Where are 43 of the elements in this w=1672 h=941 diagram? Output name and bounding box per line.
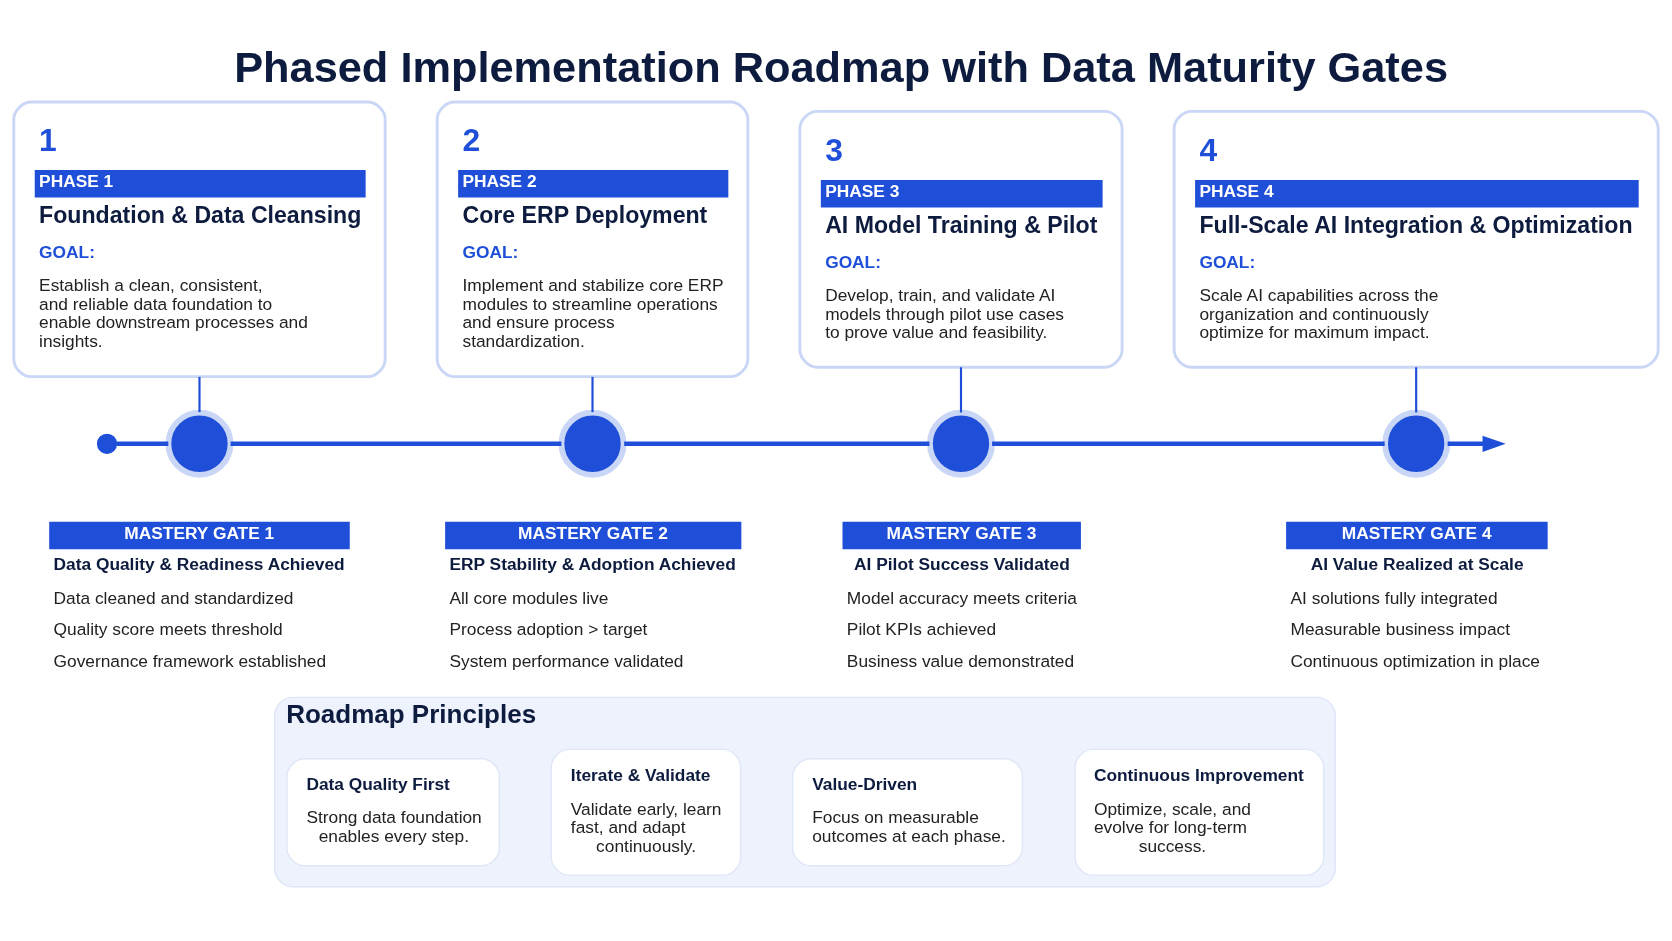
node-box: MASTERY GATE 3 xyxy=(842,521,1081,550)
connector xyxy=(198,376,201,413)
node-box: Iterate & Validate Validate early, learn fast, and adapt continuously. xyxy=(550,748,742,876)
arrow xyxy=(1447,435,1506,452)
node-label: Quality score meets threshold xyxy=(53,619,283,640)
node-box: 3 PHASE 3 AI Model Training & Pilot GOAL: Develop, train, and validate AI models through pilot use cases to prove value and feasibility. xyxy=(798,109,1124,369)
node-box: Data Quality First Strong data foundation enables every step. xyxy=(286,758,501,867)
node-box: 4 PHASE 4 Full-Scale AI Integration & Optimization GOAL: Scale AI capabilities across the organization and continuously optimize for maximum impact. xyxy=(1172,109,1660,369)
node-circle xyxy=(558,409,627,478)
connector xyxy=(959,367,963,413)
node-box: MASTERY GATE 1 xyxy=(49,521,350,550)
node-label: Pilot KPIs achieved xyxy=(846,619,997,640)
node-circle xyxy=(165,409,234,478)
node-label: Governance framework established xyxy=(53,651,327,672)
node-label: ERP Stability & Adoption Achieved xyxy=(449,554,736,575)
node-label: System performance validated xyxy=(449,651,684,672)
connector xyxy=(992,441,1385,446)
node-box: Continuous Improvement Optimize, scale, and evolve for long-term success. xyxy=(1074,748,1325,876)
connector xyxy=(591,376,594,413)
node-label: Process adoption > target xyxy=(449,619,648,640)
node-box: 1 PHASE 1 Foundation & Data Cleansing GOAL: Establish a clean, consistent, and reliable data foundation to enable downstream processes and insights. xyxy=(12,100,387,379)
node-label: Data Quality & Readiness Achieved xyxy=(53,554,345,575)
node-label: Continuous optimization in place xyxy=(1290,651,1540,672)
node-label: AI solutions fully integrated xyxy=(1290,587,1498,608)
node-circle xyxy=(1382,409,1451,478)
node-box: Value-Driven Focus on measurable outcomes at each phase. xyxy=(791,758,1024,867)
node-box: MASTERY GATE 2 xyxy=(445,521,742,550)
connector xyxy=(116,441,169,446)
node-box: MASTERY GATE 4 xyxy=(1286,521,1548,550)
node-label: Business value demonstrated xyxy=(846,651,1075,672)
node-label: Measurable business impact xyxy=(1290,619,1511,640)
connector xyxy=(1415,367,1418,413)
connector xyxy=(624,441,930,446)
node-circle xyxy=(927,409,995,478)
connector xyxy=(230,441,562,446)
node-label: All core modules live xyxy=(449,587,609,608)
node-label: Data cleaned and standardized xyxy=(53,587,294,608)
node-label: Model accuracy meets criteria xyxy=(846,587,1077,608)
node-label: AI Pilot Success Validated xyxy=(854,554,1070,575)
node-box: 2 PHASE 2 Core ERP Deployment GOAL: Implement and stabilize core ERP modules to streamline operations and ensure process standardization. xyxy=(435,100,750,379)
diagram-title: Phased Implementation Roadmap with Data Maturity Gates xyxy=(234,42,1449,91)
node-circle xyxy=(96,433,118,454)
node-label: AI Value Realized at Scale xyxy=(1310,554,1524,575)
